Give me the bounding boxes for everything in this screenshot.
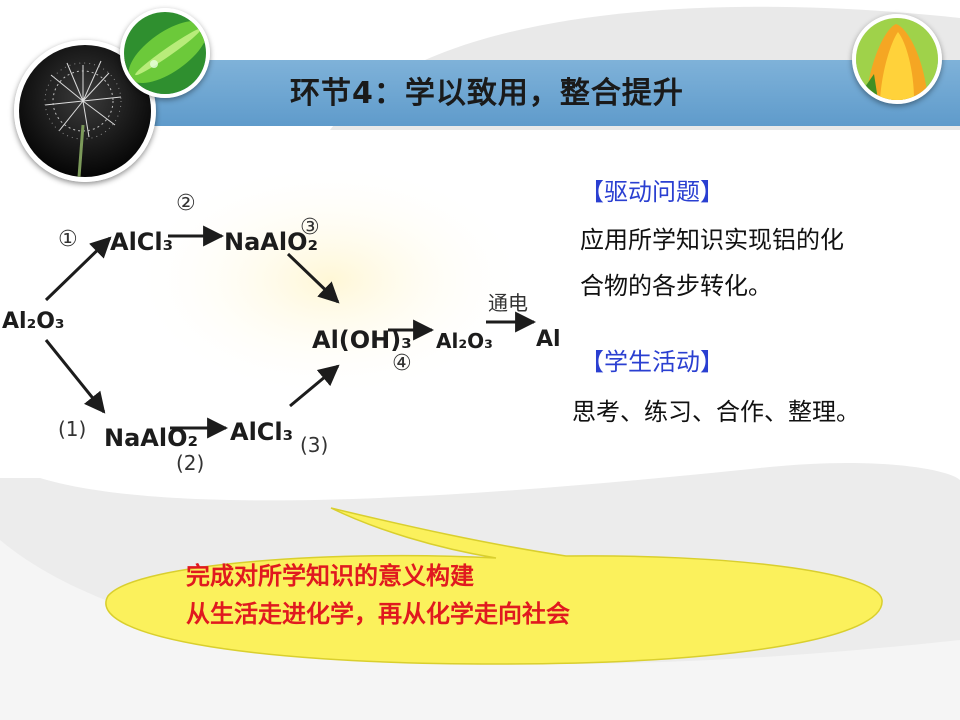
step-label-2-upper: ②: [176, 191, 196, 216]
arrow-1-lower: [44, 339, 106, 414]
green-leaf-photo: [120, 8, 210, 98]
after-merge-compound: Al₂O₃: [436, 329, 493, 353]
step-label-1-lower: (1): [58, 417, 86, 441]
electrolysis-label: 通电: [488, 291, 528, 315]
title-bar: [120, 60, 960, 126]
arrow-3-upper: [286, 252, 340, 304]
step-label-3-lower: (3): [300, 433, 328, 457]
student-activity-text: 思考、练习、合作、整理。: [572, 398, 860, 426]
student-activity-heading: 【学生活动】: [580, 348, 724, 376]
upper-compound-1: AlCl₃: [110, 228, 173, 256]
slide-title: 环节4：学以致用，整合提升: [290, 76, 684, 111]
upper-compound-2: NaAlO₂: [224, 228, 318, 256]
step-label-4: ④: [392, 351, 412, 376]
driving-question-line-1: 应用所学知识实现铝的化: [580, 226, 844, 254]
yellow-tulip-photo: [852, 14, 942, 104]
lower-compound-2: AlCl₃: [230, 418, 293, 446]
driving-question-line-2: 合物的各步转化。: [580, 272, 772, 300]
step-label-1-upper: ①: [58, 227, 78, 252]
final-product: Al: [536, 327, 560, 352]
callout-bubble: [105, 507, 883, 665]
step-label-3-upper: ③: [300, 215, 320, 240]
callout-line-2: 从生活走进化学，再从化学走向社会: [186, 600, 570, 628]
reaction-diagram: Al₂O₃ ① AlCl₃ ② NaAlO₂ ③ (1) NaAlO₂ (2) …: [2, 170, 560, 475]
driving-question-heading: 【驱动问题】: [580, 178, 724, 206]
start-compound: Al₂O₃: [2, 309, 65, 334]
step-label-2-lower: (2): [176, 451, 204, 475]
callout-line-1: 完成对所学知识的意义构建: [186, 562, 474, 590]
arrow-1-upper: [44, 236, 112, 302]
arrow-3-lower: [289, 364, 340, 408]
